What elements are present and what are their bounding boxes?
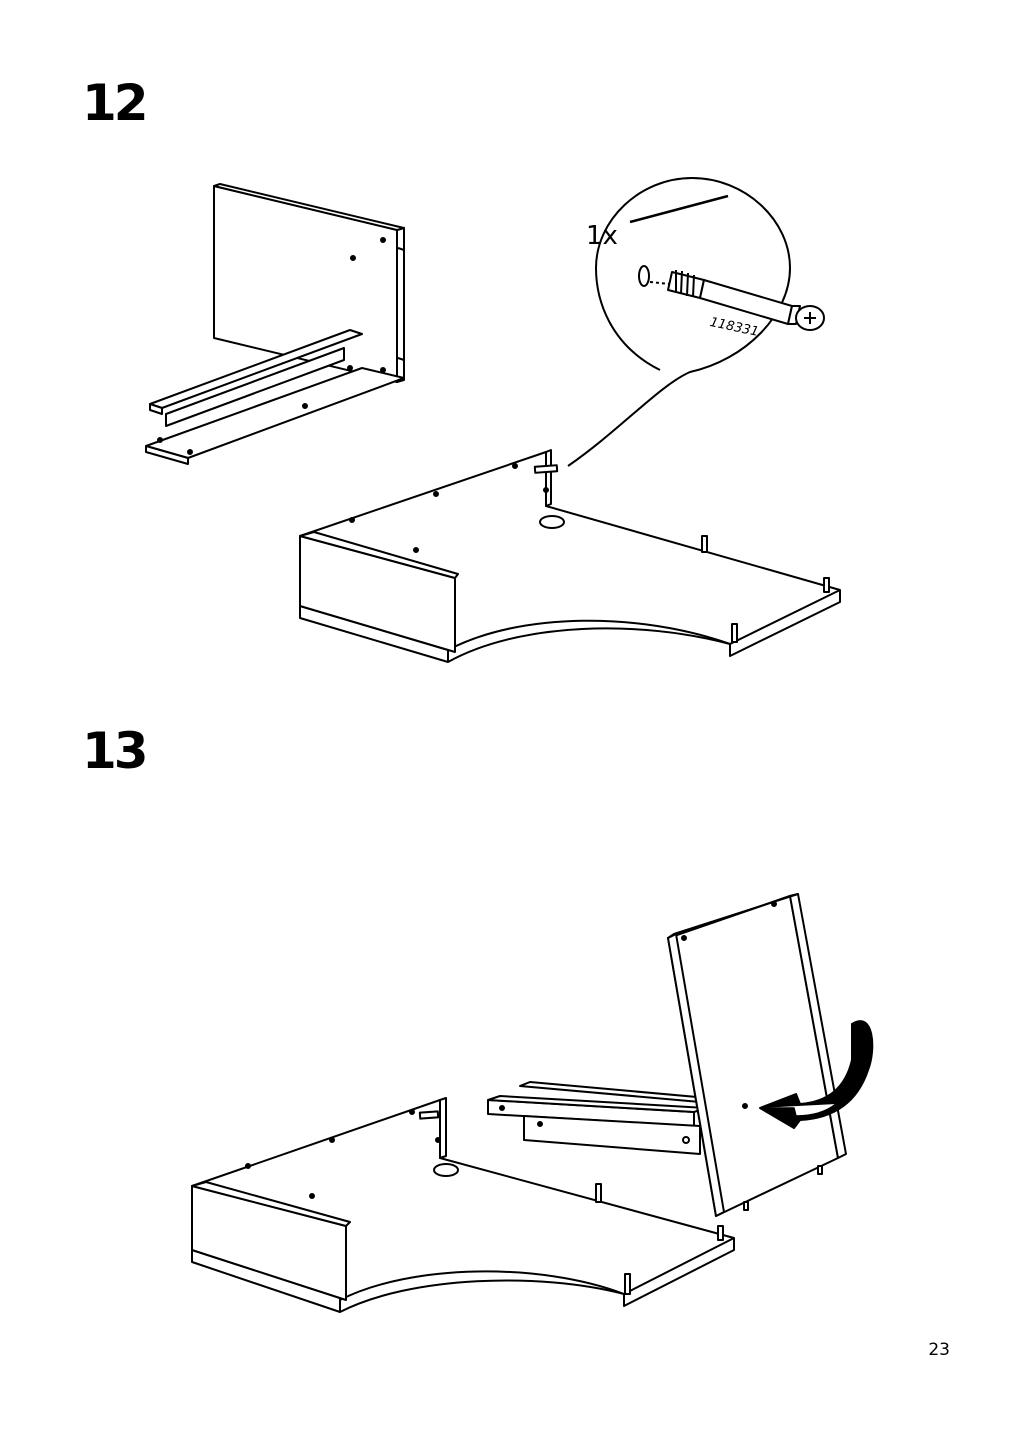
- step-13-number: 13: [82, 722, 149, 780]
- cam-screw-icon: [667, 270, 825, 331]
- desk-top: [299, 449, 841, 663]
- rail-beam: [145, 329, 405, 465]
- step-12-number: 12: [82, 74, 149, 132]
- step-12-illustration: 1x 118331: [145, 177, 841, 663]
- rotate-arrow-icon: [759, 1020, 874, 1129]
- rail-beam-13: [487, 1081, 709, 1155]
- desk-top-13: [191, 1097, 735, 1313]
- side-panel-13: [667, 893, 847, 1217]
- dowel-pins: [701, 535, 830, 643]
- callout-bubble: 1x 118331: [567, 177, 825, 467]
- callout-quantity: 1x: [586, 221, 618, 251]
- page-number: 23: [928, 1340, 950, 1360]
